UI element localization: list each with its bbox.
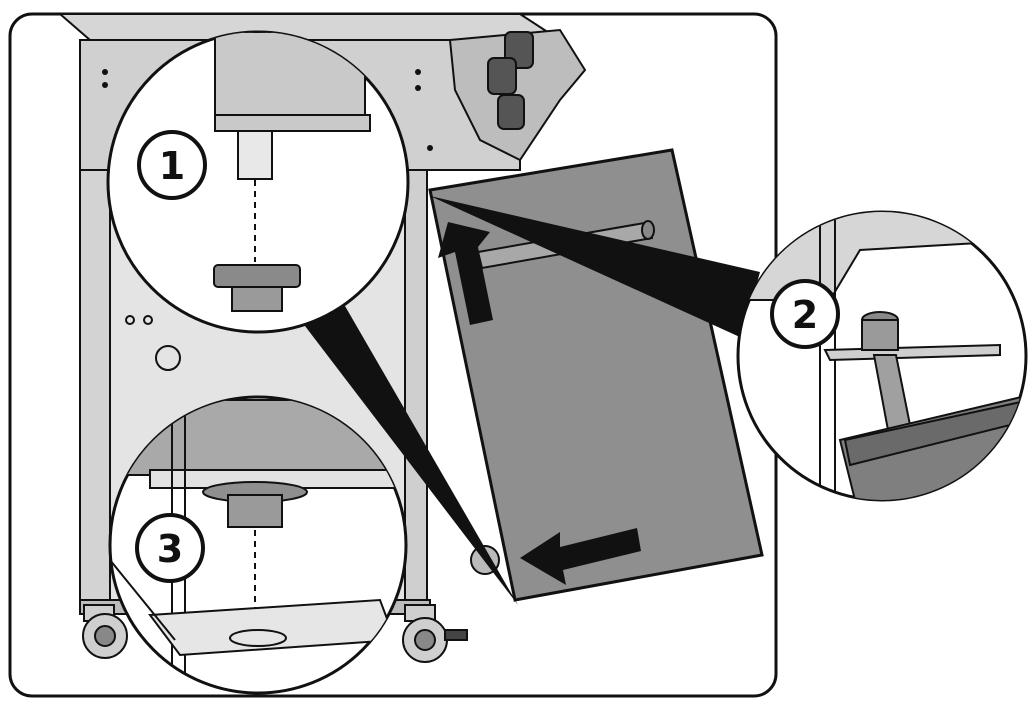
detail-view-1: 1 [106,30,410,334]
step-badge-3 [135,513,205,583]
arrow-up-icon [438,222,493,325]
step-number-3: 3 [157,527,183,571]
arrow-left-icon [520,528,641,585]
step-badge-2 [770,279,840,349]
step-number-2: 2 [792,293,818,337]
callout-pointer-1 [305,306,518,605]
step-number-1: 1 [159,144,185,188]
caster-wheel-icon [82,604,468,663]
detail-view-3: 3 [108,395,408,695]
control-knob-icon [487,31,534,130]
detail-view-2: 2 [736,210,1028,502]
step-badge-1 [137,130,207,200]
callout-pointer-2 [430,196,760,338]
